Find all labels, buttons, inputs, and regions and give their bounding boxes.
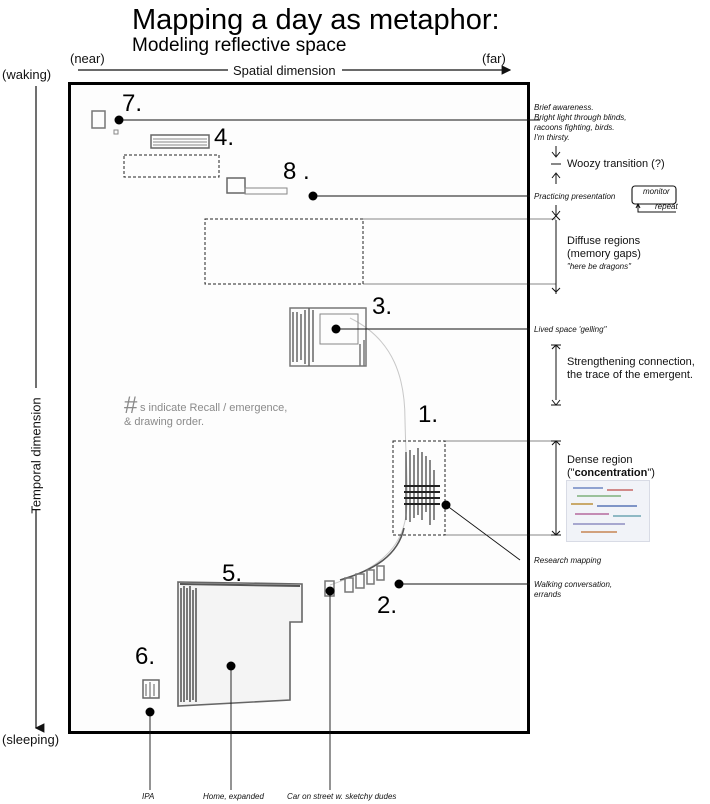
region-number-1: 1. xyxy=(418,401,439,428)
region-number-8: 8 . xyxy=(283,158,310,185)
axis-waking-label: (waking) xyxy=(2,67,52,82)
research-collage-thumbnail xyxy=(566,480,650,542)
repeat-label: repeat xyxy=(655,202,678,211)
right-brackets xyxy=(551,146,561,536)
practicing-presentation-note: Practicing presentation xyxy=(534,192,616,201)
recall-note-line2: & drawing order. xyxy=(124,416,205,428)
research-mapping-note: Research mapping xyxy=(534,556,602,565)
axis-near-label: (near) xyxy=(70,51,105,66)
strengthening-label: Strengthening connection, the trace of t… xyxy=(567,356,695,381)
concentration-word: concentration xyxy=(574,467,648,479)
car-on-street-note: Car on street w. sketchy dudes xyxy=(287,792,397,801)
woozy-transition-label: Woozy transition (?) xyxy=(567,158,665,170)
axis-temporal-label: Temporal dimension xyxy=(28,395,44,516)
region-number-2: 2. xyxy=(377,592,398,619)
here-be-dragons-note: "here be dragons" xyxy=(567,262,631,271)
lived-space-note: Lived space 'gelling" xyxy=(534,325,607,334)
region-number-3: 3. xyxy=(372,293,393,320)
page-subtitle: Modeling reflective space xyxy=(132,35,347,56)
diffuse-regions-label: Diffuse regions (memory gaps) xyxy=(567,235,641,260)
walking-conversation-note: Walking conversation, errands xyxy=(534,580,613,599)
region-number-5: 5. xyxy=(222,560,243,587)
axis-far-label: (far) xyxy=(482,51,506,66)
axis-sleeping-label: (sleeping) xyxy=(2,732,60,747)
recall-note-line1: s indicate Recall / emergence, xyxy=(140,402,288,414)
region-number-7: 7. xyxy=(122,90,143,117)
ipa-note: IPA xyxy=(142,792,155,801)
monitor-label: monitor xyxy=(643,187,670,196)
region-number-6: 6. xyxy=(135,643,156,670)
page-title: Mapping a day as metaphor: xyxy=(132,4,500,36)
brief-awareness-note: Brief awareness. Bright light through bl… xyxy=(534,103,627,142)
axis-spatial-label: Spatial dimension xyxy=(233,63,336,78)
region-number-4: 4. xyxy=(214,124,235,151)
home-expanded-note: Home, expanded xyxy=(203,792,264,801)
recall-hash: # xyxy=(124,392,138,419)
dense-region-label: Dense region ("concentration") xyxy=(567,454,655,479)
